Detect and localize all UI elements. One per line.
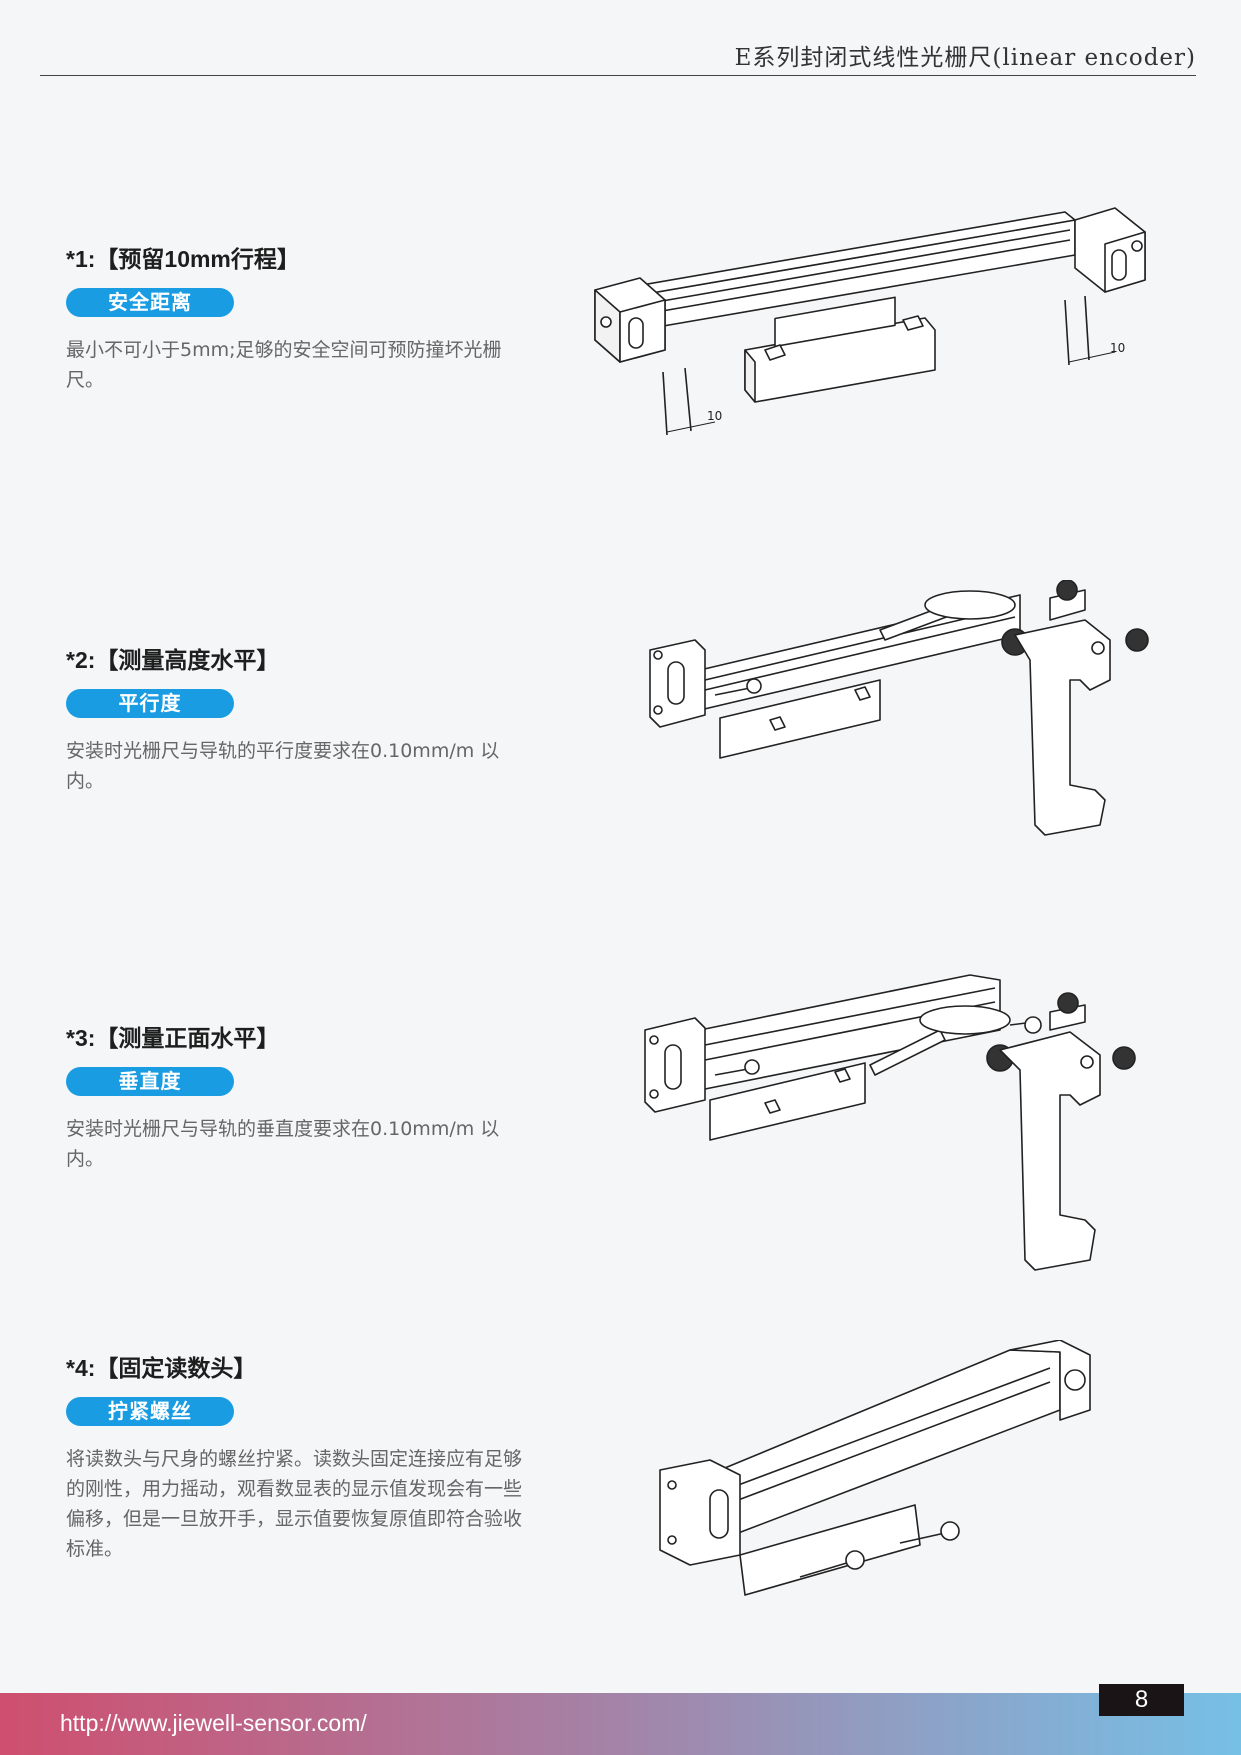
footer-band xyxy=(0,1693,1241,1755)
section-heading: *2:【测量高度水平】 xyxy=(66,647,280,673)
section-4: *4:【固定读数头】 拧紧螺丝 将读数头与尺身的螺丝拧紧。读数头固定连接应有足够… xyxy=(66,1349,536,1564)
encoder-travel-figure: 10 10 xyxy=(585,200,1155,450)
header-divider xyxy=(40,75,1196,76)
section-tag: 拧紧螺丝 xyxy=(66,1397,234,1426)
section-tag: 垂直度 xyxy=(66,1067,234,1096)
fix-reading-head-figure xyxy=(650,1340,1100,1610)
section-heading: *1:【预留10mm行程】 xyxy=(66,246,300,272)
footer-url-link[interactable]: http://www.jiewell-sensor.com/ xyxy=(60,1710,367,1736)
section-body: 安装时光栅尺与导轨的平行度要求在0.10mm/m 以内。 xyxy=(66,740,500,792)
section-body: 最小不可小于5mm;足够的安全空间可预防撞坏光栅尺。 xyxy=(66,339,502,391)
dimension-label: 10 xyxy=(1110,341,1125,355)
section-1: *1:【预留10mm行程】 安全距离 最小不可小于5mm;足够的安全空间可预防撞… xyxy=(66,240,536,395)
page-header-title: E系列封闭式线性光栅尺(linear encoder) xyxy=(734,45,1196,71)
section-2: *2:【测量高度水平】 平行度 安装时光栅尺与导轨的平行度要求在0.10mm/m… xyxy=(66,641,536,796)
section-tag: 安全距离 xyxy=(66,288,234,317)
dimension-label: 10 xyxy=(707,409,722,423)
section-heading: *4:【固定读数头】 xyxy=(66,1355,257,1381)
height-parallelism-figure xyxy=(640,580,1170,880)
section-heading: *3:【测量正面水平】 xyxy=(66,1025,280,1051)
section-3: *3:【测量正面水平】 垂直度 安装时光栅尺与导轨的垂直度要求在0.10mm/m… xyxy=(66,1019,536,1174)
page-number: 8 xyxy=(1099,1684,1184,1716)
section-body: 安装时光栅尺与导轨的垂直度要求在0.10mm/m 以内。 xyxy=(66,1118,500,1170)
section-tag: 平行度 xyxy=(66,689,234,718)
front-perpendicularity-figure xyxy=(640,970,1170,1290)
section-body: 将读数头与尺身的螺丝拧紧。读数头固定连接应有足够的刚性，用力摇动，观看数显表的显… xyxy=(66,1448,523,1560)
